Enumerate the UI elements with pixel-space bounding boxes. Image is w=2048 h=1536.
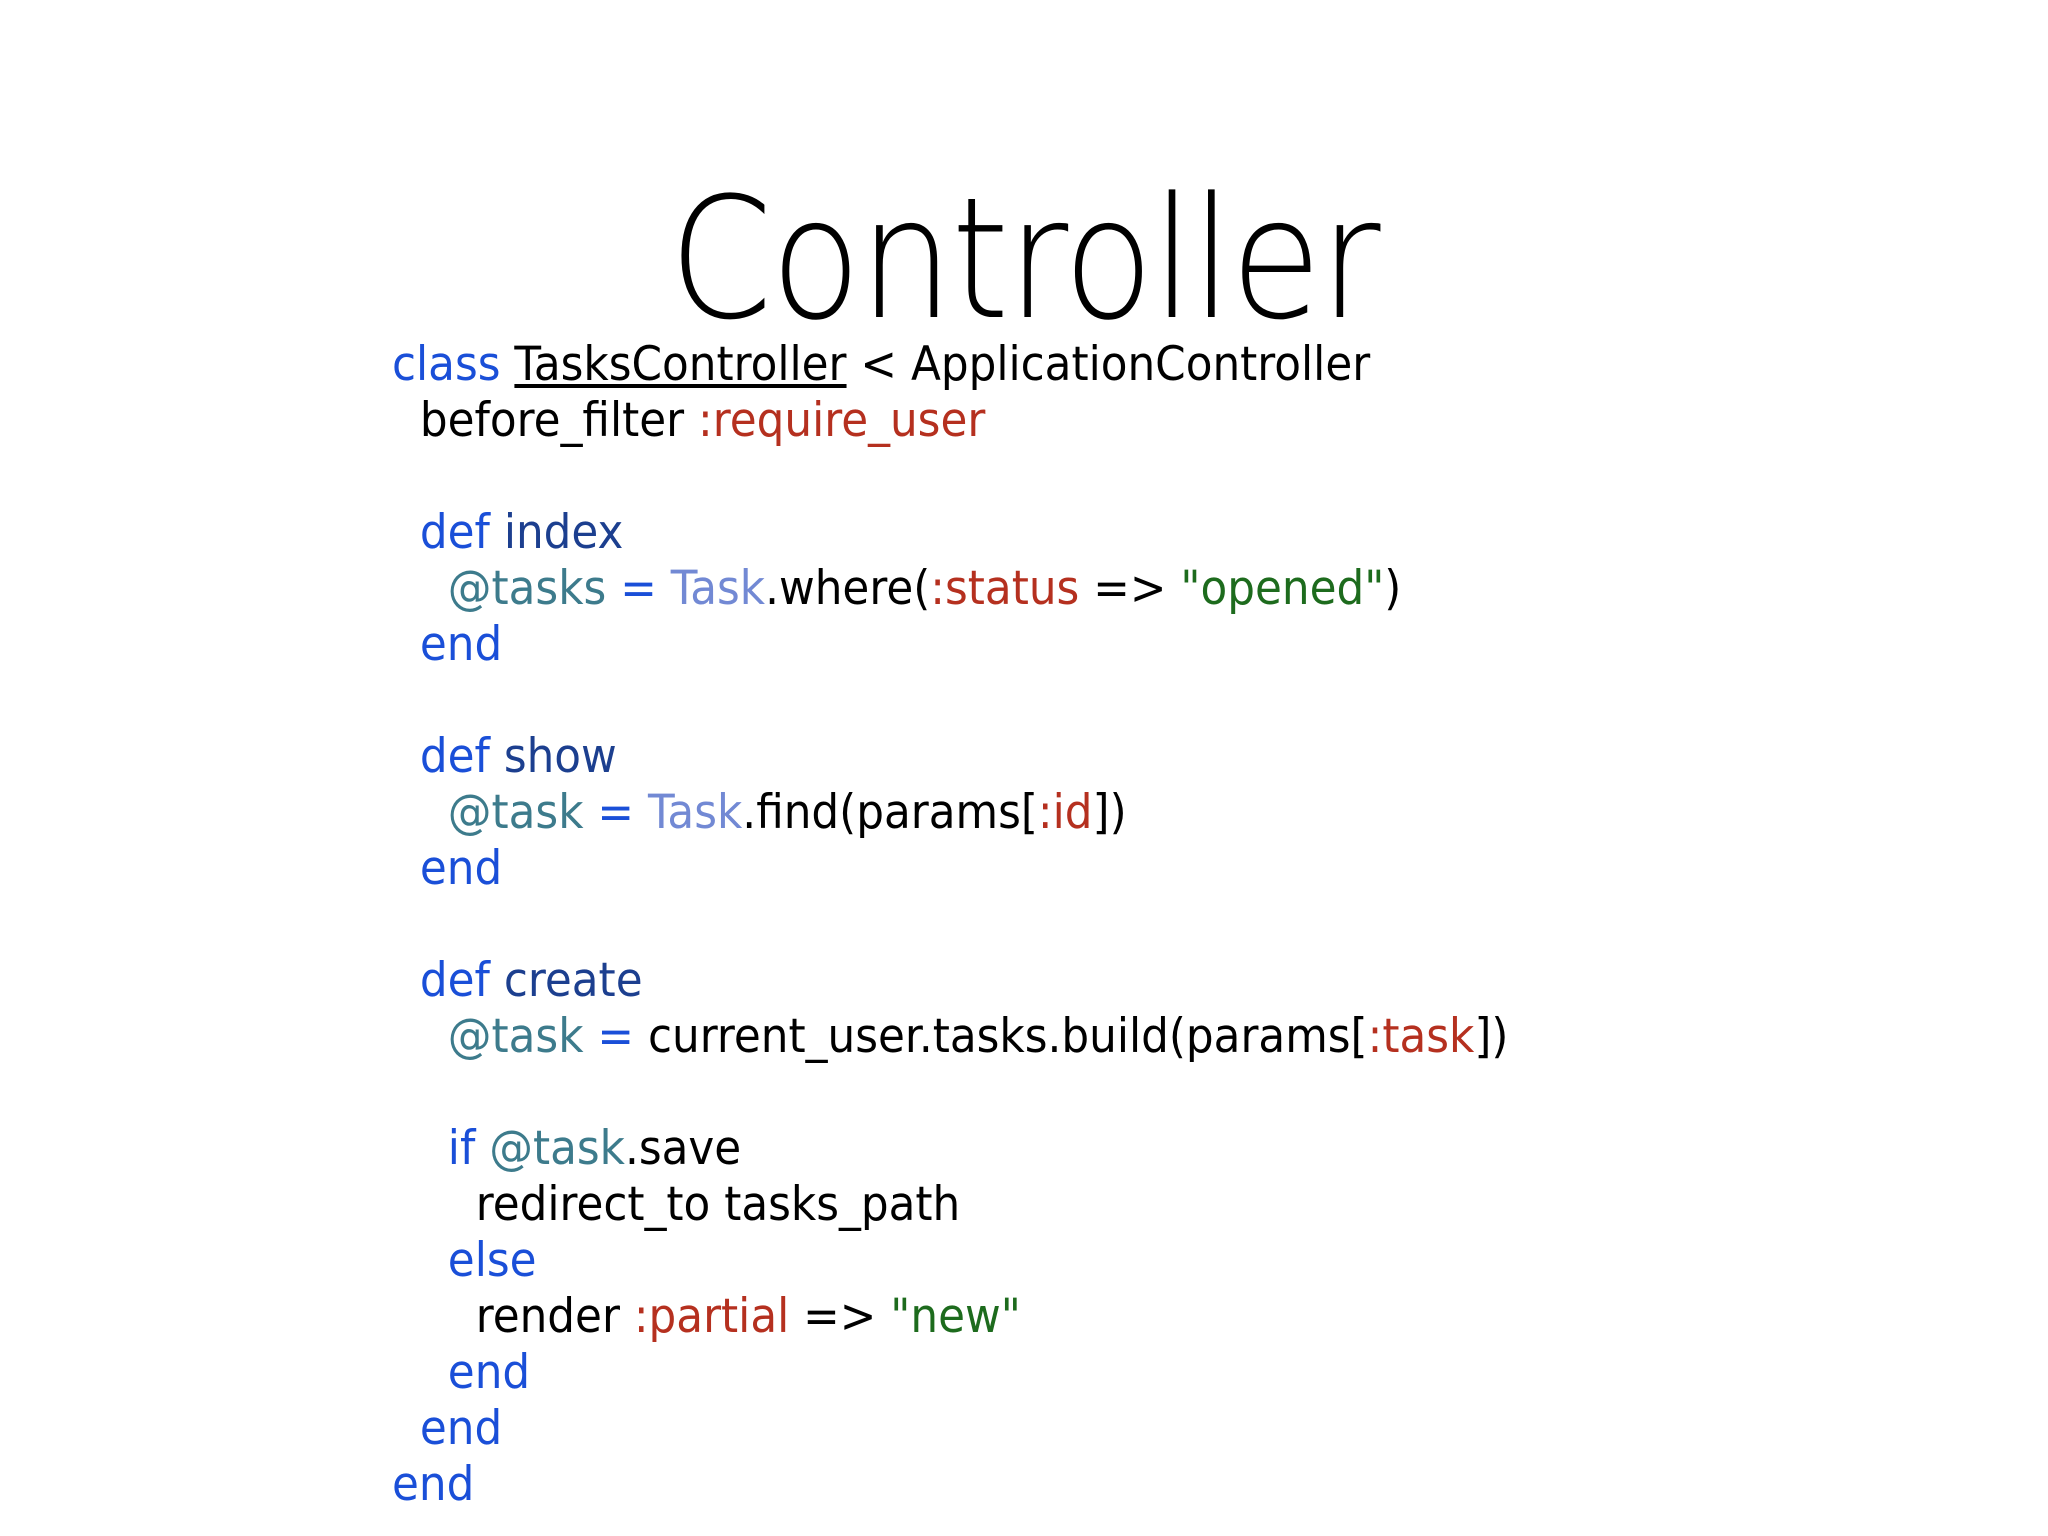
code-token-underline: TasksController bbox=[514, 337, 847, 392]
code-token-method-name: index bbox=[503, 505, 624, 560]
code-token-keyword: if bbox=[447, 1121, 490, 1176]
code-token-plain: < ApplicationController bbox=[846, 337, 1371, 392]
code-line: def create bbox=[392, 953, 1508, 1009]
code-token-constant: Task bbox=[647, 785, 743, 840]
code-line: def index bbox=[392, 505, 1508, 561]
code-token-plain: .find(params[ bbox=[742, 785, 1038, 840]
code-token-string: "new" bbox=[890, 1289, 1021, 1344]
code-token-keyword: def bbox=[419, 505, 504, 560]
code-token-string: "opened" bbox=[1180, 561, 1385, 616]
code-token-symbol: :id bbox=[1037, 785, 1093, 840]
code-token-symbol: :task bbox=[1367, 1009, 1475, 1064]
code-token-instance-variable: @tasks bbox=[447, 561, 607, 616]
code-token-plain bbox=[606, 561, 620, 616]
page-title: Controller bbox=[669, 160, 1380, 357]
code-token-keyword: = bbox=[597, 785, 635, 840]
code-line: def show bbox=[392, 729, 1508, 785]
code-line: if @task.save bbox=[392, 1121, 1508, 1177]
code-token-plain: before_filter bbox=[419, 393, 698, 448]
code-line-blank bbox=[392, 897, 1508, 953]
code-token-symbol: :require_user bbox=[697, 393, 986, 448]
code-listing: class TasksController < ApplicationContr… bbox=[392, 337, 1508, 1513]
code-token-keyword: = bbox=[620, 561, 657, 616]
code-token-keyword: else bbox=[447, 1233, 537, 1288]
code-token-plain bbox=[657, 561, 671, 616]
code-token-keyword: end bbox=[392, 1457, 475, 1512]
code-line: before_filter :require_user bbox=[392, 393, 1508, 449]
code-token-method-name: show bbox=[503, 729, 617, 784]
code-line: else bbox=[392, 1233, 1508, 1289]
code-line-blank bbox=[392, 673, 1508, 729]
code-line-blank bbox=[392, 1065, 1508, 1121]
code-line: @tasks = Task.where(:status => "opened") bbox=[392, 561, 1508, 617]
code-token-keyword: def bbox=[419, 729, 504, 784]
code-token-plain: .save bbox=[624, 1121, 742, 1176]
code-line: end bbox=[392, 1345, 1508, 1401]
code-token-keyword: end bbox=[419, 841, 503, 896]
code-line: end bbox=[392, 841, 1508, 897]
code-token-plain: .where( bbox=[765, 561, 931, 616]
code-token-keyword: def bbox=[419, 953, 504, 1008]
code-token-plain: => bbox=[789, 1289, 891, 1344]
code-token-keyword: class bbox=[392, 337, 515, 392]
code-line: class TasksController < ApplicationContr… bbox=[392, 337, 1508, 393]
code-token-plain: render bbox=[475, 1289, 634, 1344]
code-line: render :partial => "new" bbox=[392, 1289, 1508, 1345]
code-token-method-name: create bbox=[503, 953, 643, 1008]
code-token-keyword: end bbox=[447, 1345, 531, 1400]
code-token-plain: current_user.tasks.build(params[ bbox=[634, 1009, 1368, 1064]
code-token-keyword: = bbox=[597, 1009, 635, 1064]
code-line-blank bbox=[392, 449, 1508, 505]
code-token-instance-variable: @task bbox=[447, 785, 584, 840]
code-line: redirect_to tasks_path bbox=[392, 1177, 1508, 1233]
code-token-symbol: :partial bbox=[633, 1289, 790, 1344]
code-token-keyword: end bbox=[419, 1401, 503, 1456]
code-token-plain bbox=[584, 1009, 598, 1064]
code-line: end bbox=[392, 617, 1508, 673]
code-token-plain bbox=[634, 785, 648, 840]
code-token-plain: => bbox=[1079, 561, 1181, 616]
code-token-plain bbox=[584, 785, 598, 840]
code-token-instance-variable: @task bbox=[447, 1009, 584, 1064]
code-token-plain: ]) bbox=[1092, 785, 1127, 840]
code-token-instance-variable: @task bbox=[489, 1121, 625, 1176]
code-token-plain: ]) bbox=[1474, 1009, 1509, 1064]
code-token-constant: Task bbox=[670, 561, 766, 616]
code-token-plain: ) bbox=[1384, 561, 1402, 616]
code-token-plain: redirect_to tasks_path bbox=[475, 1177, 961, 1232]
code-line: end bbox=[392, 1401, 1508, 1457]
code-token-keyword: end bbox=[419, 617, 503, 672]
code-line: @task = current_user.tasks.build(params[… bbox=[392, 1009, 1509, 1065]
code-token-symbol: :status bbox=[930, 561, 1080, 616]
code-line: @task = Task.find(params[:id]) bbox=[392, 785, 1508, 841]
code-line: end bbox=[392, 1457, 1508, 1513]
